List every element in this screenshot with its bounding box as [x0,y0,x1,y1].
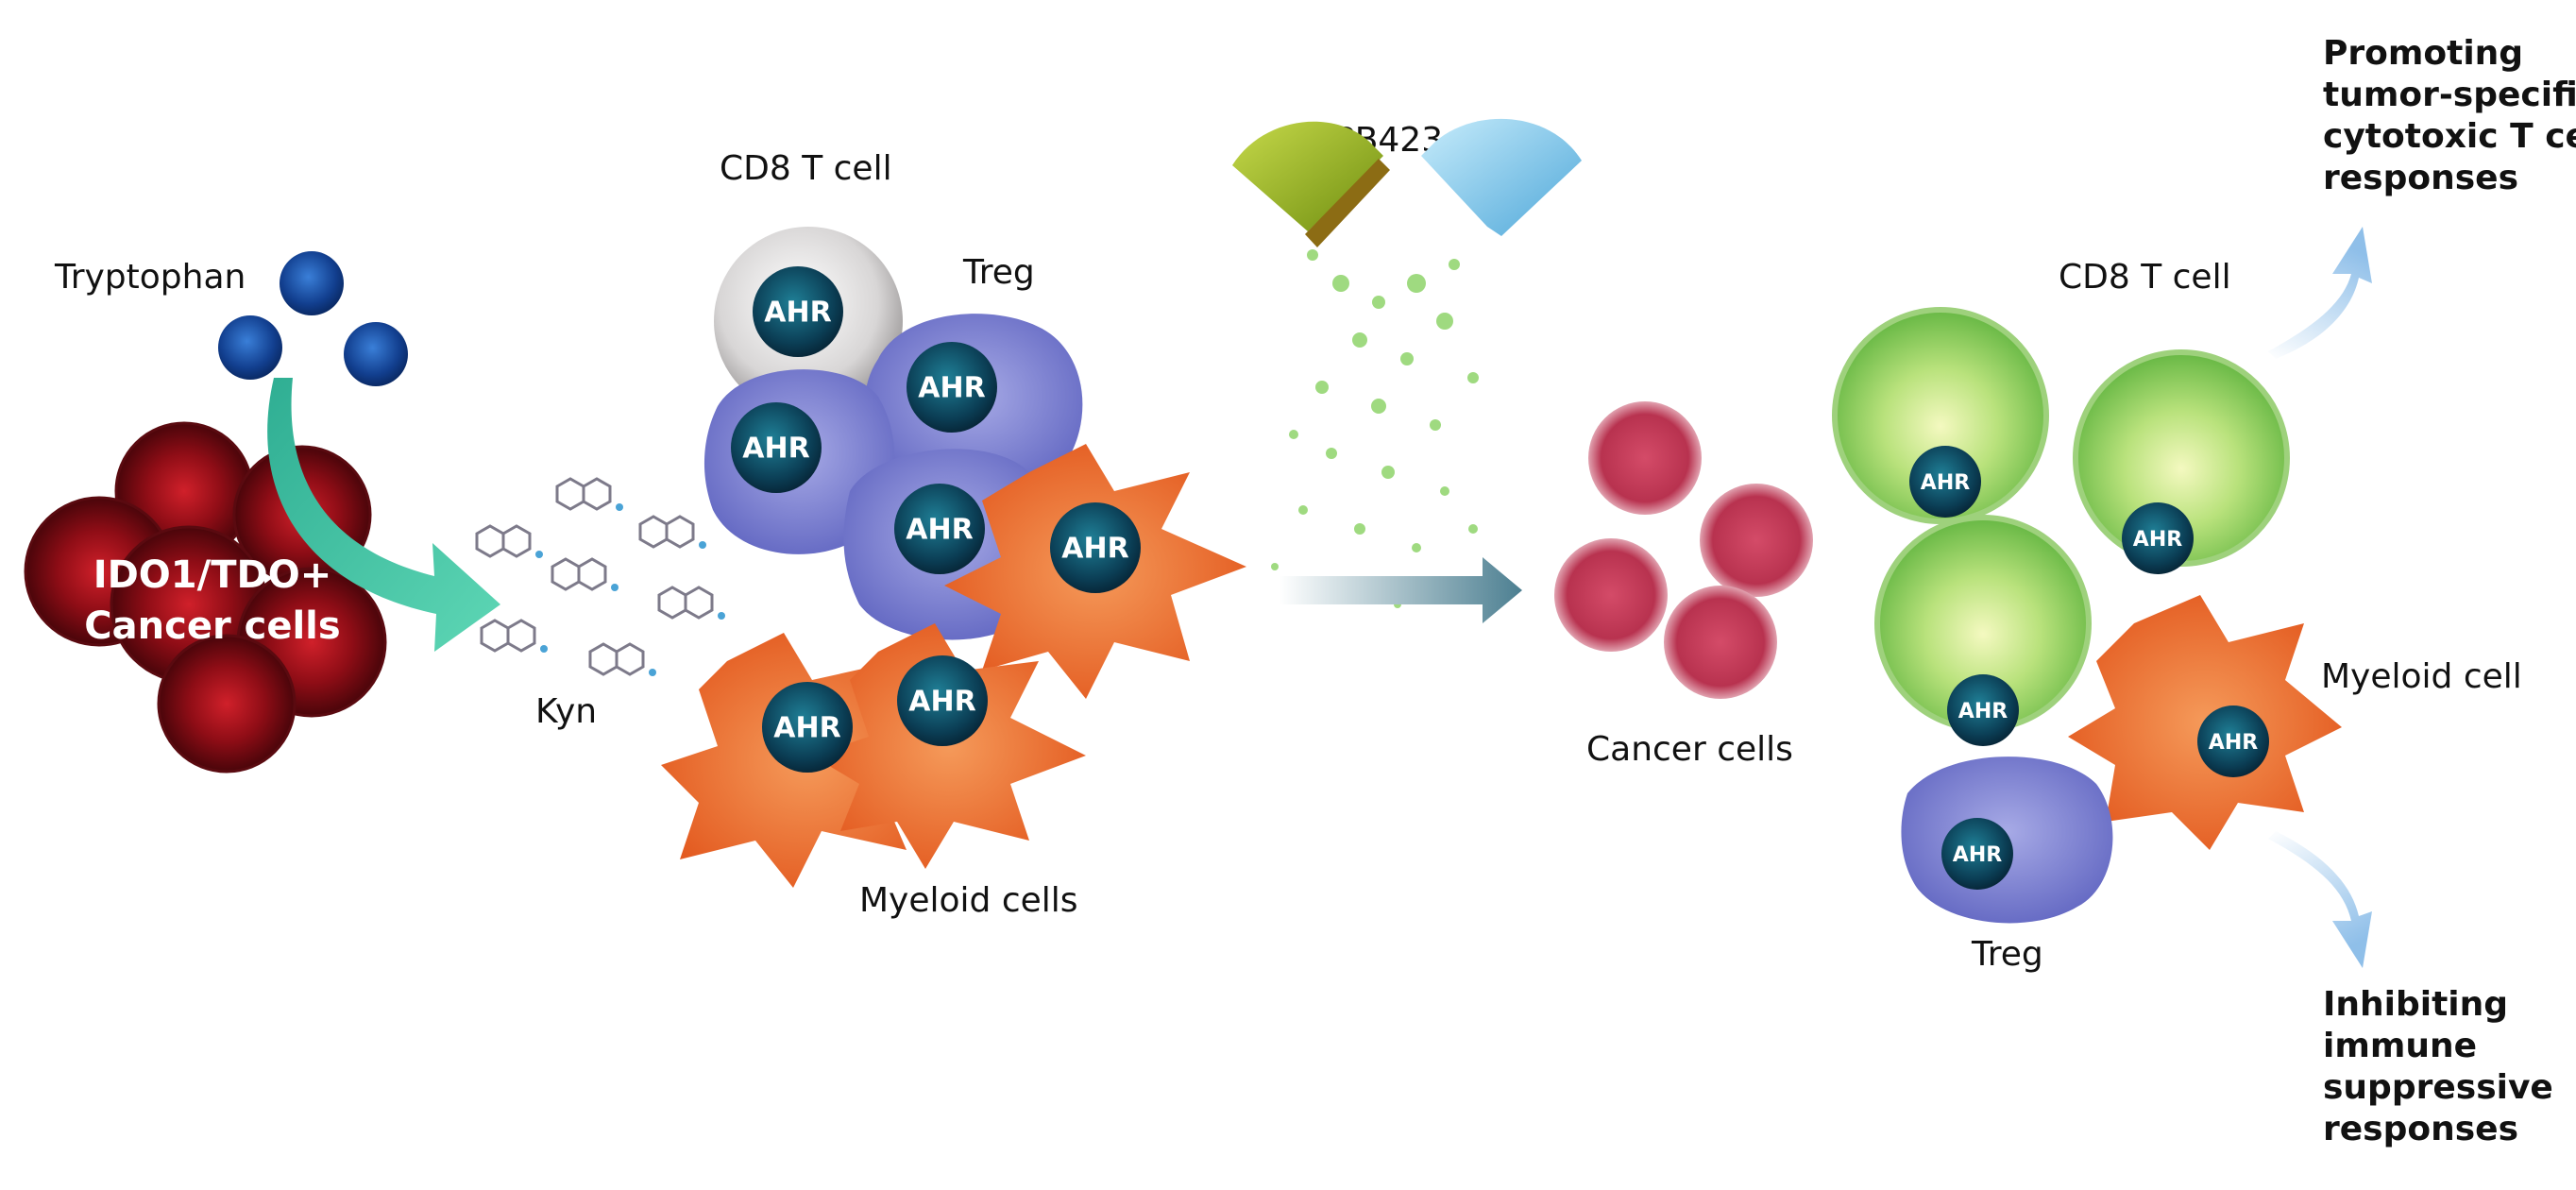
svg-text:AHR: AHR [918,372,985,405]
myeloid-cell [812,623,1086,869]
svg-text:AHR: AHR [742,433,809,466]
treatment-arrow [1280,557,1522,623]
svg-text:tumor-specific: tumor-specific [2323,76,2576,114]
svg-text:suppressive: suppressive [2323,1068,2553,1107]
ahr-nucleus: AHR [753,266,843,357]
svg-text:AHR: AHR [1061,533,1128,566]
svg-text:AHR: AHR [2133,528,2182,552]
ahr-nucleus: AHR [1050,502,1141,593]
svg-text:AHR: AHR [764,297,831,330]
right-cd8-t-cell-label: CD8 T cell [2059,258,2231,297]
svg-text:Inhibiting: Inhibiting [2323,985,2508,1024]
right-treg-label: Treg [1971,935,2043,974]
cancer-cells-label-line2: Cancer cells [84,604,340,648]
pb423-capsule [1232,118,1582,247]
kyn-label: Kyn [535,692,597,731]
right-cell-cluster [1832,307,2342,924]
ahr-nucleus: AHR [1941,818,2013,890]
myeloid-cells-label: Myeloid cells [859,881,1078,920]
drug-particles [1271,249,1479,608]
kynurenine-molecules [475,477,725,676]
conversion-arrow [267,378,500,652]
svg-text:immune: immune [2323,1027,2477,1065]
svg-text:AHR: AHR [908,686,975,719]
ahr-nucleus: AHR [762,682,853,773]
tryptophan-molecules [218,251,408,386]
ido1-cancer-cell-cluster [24,421,387,774]
tryptophan-label: Tryptophan [54,258,246,297]
treg-label: Treg [962,253,1035,292]
svg-text:Promoting: Promoting [2323,34,2523,73]
svg-text:AHR: AHR [773,712,840,745]
svg-text:AHR: AHR [1953,843,2002,867]
ahr-nucleus: AHR [1947,674,2019,746]
inhibit-outcome-text: Inhibiting immune suppressive responses [2323,985,2553,1148]
promote-arrow [2268,227,2372,359]
ahr-nucleus: AHR [2122,502,2194,574]
promote-outcome-text: Promoting tumor-specific cytotoxic T cel… [2323,34,2576,197]
svg-text:AHR: AHR [2209,731,2258,755]
ahr-nucleus: AHR [894,484,985,574]
cd8-t-cell-label: CD8 T cell [720,149,892,188]
ahr-nucleus: AHR [2197,706,2269,777]
ahr-nucleus: AHR [1909,446,1981,518]
svg-text:responses: responses [2323,1110,2518,1148]
inhibit-arrow [2268,831,2372,968]
ahr-nucleus: AHR [897,655,988,746]
ahr-nucleus: AHR [907,342,997,433]
svg-text:AHR: AHR [1921,471,1970,495]
treated-cancer-cells [1554,401,1813,699]
cancer-cells-label-line1: IDO1/TDO+ [93,553,332,597]
svg-text:responses: responses [2323,159,2518,197]
ahr-nucleus: AHR [731,402,822,493]
cd8-t-cell [1832,307,2049,524]
svg-text:AHR: AHR [1958,700,2008,723]
svg-text:cytotoxic T cell: cytotoxic T cell [2323,117,2576,156]
cancer-cells-label: Cancer cells [1586,730,1793,769]
right-myeloid-cell-label: Myeloid cell [2321,657,2522,696]
svg-text:AHR: AHR [906,514,973,547]
